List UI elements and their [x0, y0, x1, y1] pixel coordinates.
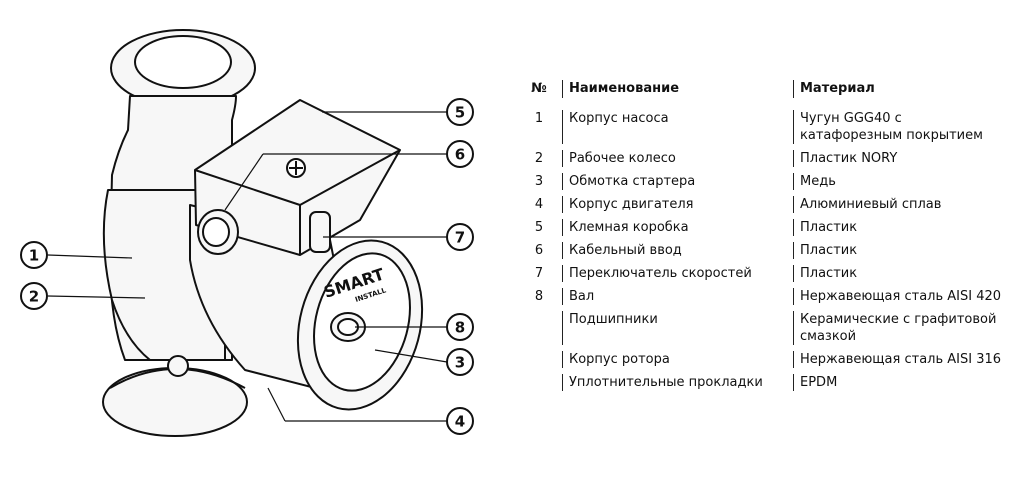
table-header: № Наименование Материал: [526, 80, 1016, 98]
row-material: Алюминиевый сплав: [793, 196, 1006, 213]
callout-7-circle: [446, 223, 474, 251]
table-row: 8 Вал Нержавеющая сталь AISI 420: [526, 288, 1016, 305]
row-material: Керамические с графитовой смазкой: [793, 311, 1006, 345]
row-num: 5: [534, 220, 544, 235]
row-name: Подшипники: [562, 311, 793, 345]
row-name: Корпус ротора: [562, 351, 793, 368]
header-num: №: [531, 81, 547, 96]
top-flange-inner: [134, 35, 232, 89]
row-material: Нержавеющая сталь AISI 316: [793, 351, 1006, 368]
row-material: Пластик NORY: [793, 150, 1006, 167]
row-num: 4: [534, 197, 544, 212]
callout-8: 8: [455, 319, 465, 337]
row-name: Обмотка стартера: [562, 173, 793, 190]
row-num: 2: [534, 151, 544, 166]
row-material: Пластик: [793, 219, 1006, 236]
row-num: [526, 351, 562, 368]
row-num: 8: [534, 289, 544, 304]
callout-8-circle: [446, 313, 474, 341]
row-material: Пластик: [793, 242, 1006, 259]
row-num: 3: [534, 174, 544, 189]
leader-4b: [267, 387, 286, 422]
row-material: Пластик: [793, 265, 1006, 282]
row-name: Корпус насоса: [562, 110, 793, 144]
callout-6-circle: [446, 140, 474, 168]
table-row: 4 Корпус двигателя Алюминиевый сплав: [526, 196, 1016, 213]
callout-5-circle: [446, 98, 474, 126]
callout-7: 7: [455, 229, 465, 247]
header-name: Наименование: [562, 80, 793, 98]
callout-6: 6: [455, 146, 465, 164]
table-row: 1 Корпус насоса Чугун GGG40 с катафорезн…: [526, 110, 1016, 144]
row-num: 7: [534, 266, 544, 281]
row-name: Уплотнительные прокладки: [562, 374, 793, 391]
pump-diagram: SMART INSTALL 1 2 3 4 5 6 7 8: [20, 29, 474, 437]
table-row: 5 Клемная коробка Пластик: [526, 219, 1016, 236]
leader-1: [47, 254, 133, 259]
callout-4: 4: [455, 413, 465, 431]
leader-2: [47, 295, 146, 299]
header-material: Материал: [793, 80, 1006, 98]
row-name: Переключатель скоростей: [562, 265, 793, 282]
table-row: 2 Рабочее колесо Пластик NORY: [526, 150, 1016, 167]
row-name: Кабельный ввод: [562, 242, 793, 259]
callout-5: 5: [455, 104, 465, 122]
table-row: 7 Переключатель скоростей Пластик: [526, 265, 1016, 282]
parts-table: № Наименование Материал 1 Корпус насоса …: [526, 80, 1016, 397]
row-num: 6: [534, 243, 544, 258]
table-row: Подшипники Керамические с графитовой сма…: [526, 311, 1016, 345]
row-name: Клемная коробка: [562, 219, 793, 236]
callout-3-circle: [446, 348, 474, 376]
row-material: Нержавеющая сталь AISI 420: [793, 288, 1006, 305]
callout-2: 2: [29, 288, 39, 306]
table-row: Уплотнительные прокладки EPDM: [526, 374, 1016, 391]
table-row: 6 Кабельный ввод Пластик: [526, 242, 1016, 259]
leader-6b: [224, 153, 264, 211]
callout-1-circle: [20, 241, 48, 269]
row-material: EPDM: [793, 374, 1006, 391]
callout-4-circle: [446, 407, 474, 435]
leader-3: [374, 349, 448, 363]
row-name: Вал: [562, 288, 793, 305]
callout-2-circle: [20, 282, 48, 310]
row-name: Рабочее колесо: [562, 150, 793, 167]
callout-1: 1: [29, 247, 39, 265]
row-num: 1: [534, 111, 544, 126]
callout-3: 3: [455, 354, 465, 372]
row-name: Корпус двигателя: [562, 196, 793, 213]
row-num: [526, 311, 562, 345]
row-num: [526, 374, 562, 391]
table-row: Корпус ротора Нержавеющая сталь AISI 316: [526, 351, 1016, 368]
speed-switch: [309, 211, 331, 253]
row-material: Чугун GGG40 с катафорезным покрытием: [793, 110, 1006, 144]
drain-nut: [167, 355, 189, 377]
row-material: Медь: [793, 173, 1006, 190]
table-row: 3 Обмотка стартера Медь: [526, 173, 1016, 190]
